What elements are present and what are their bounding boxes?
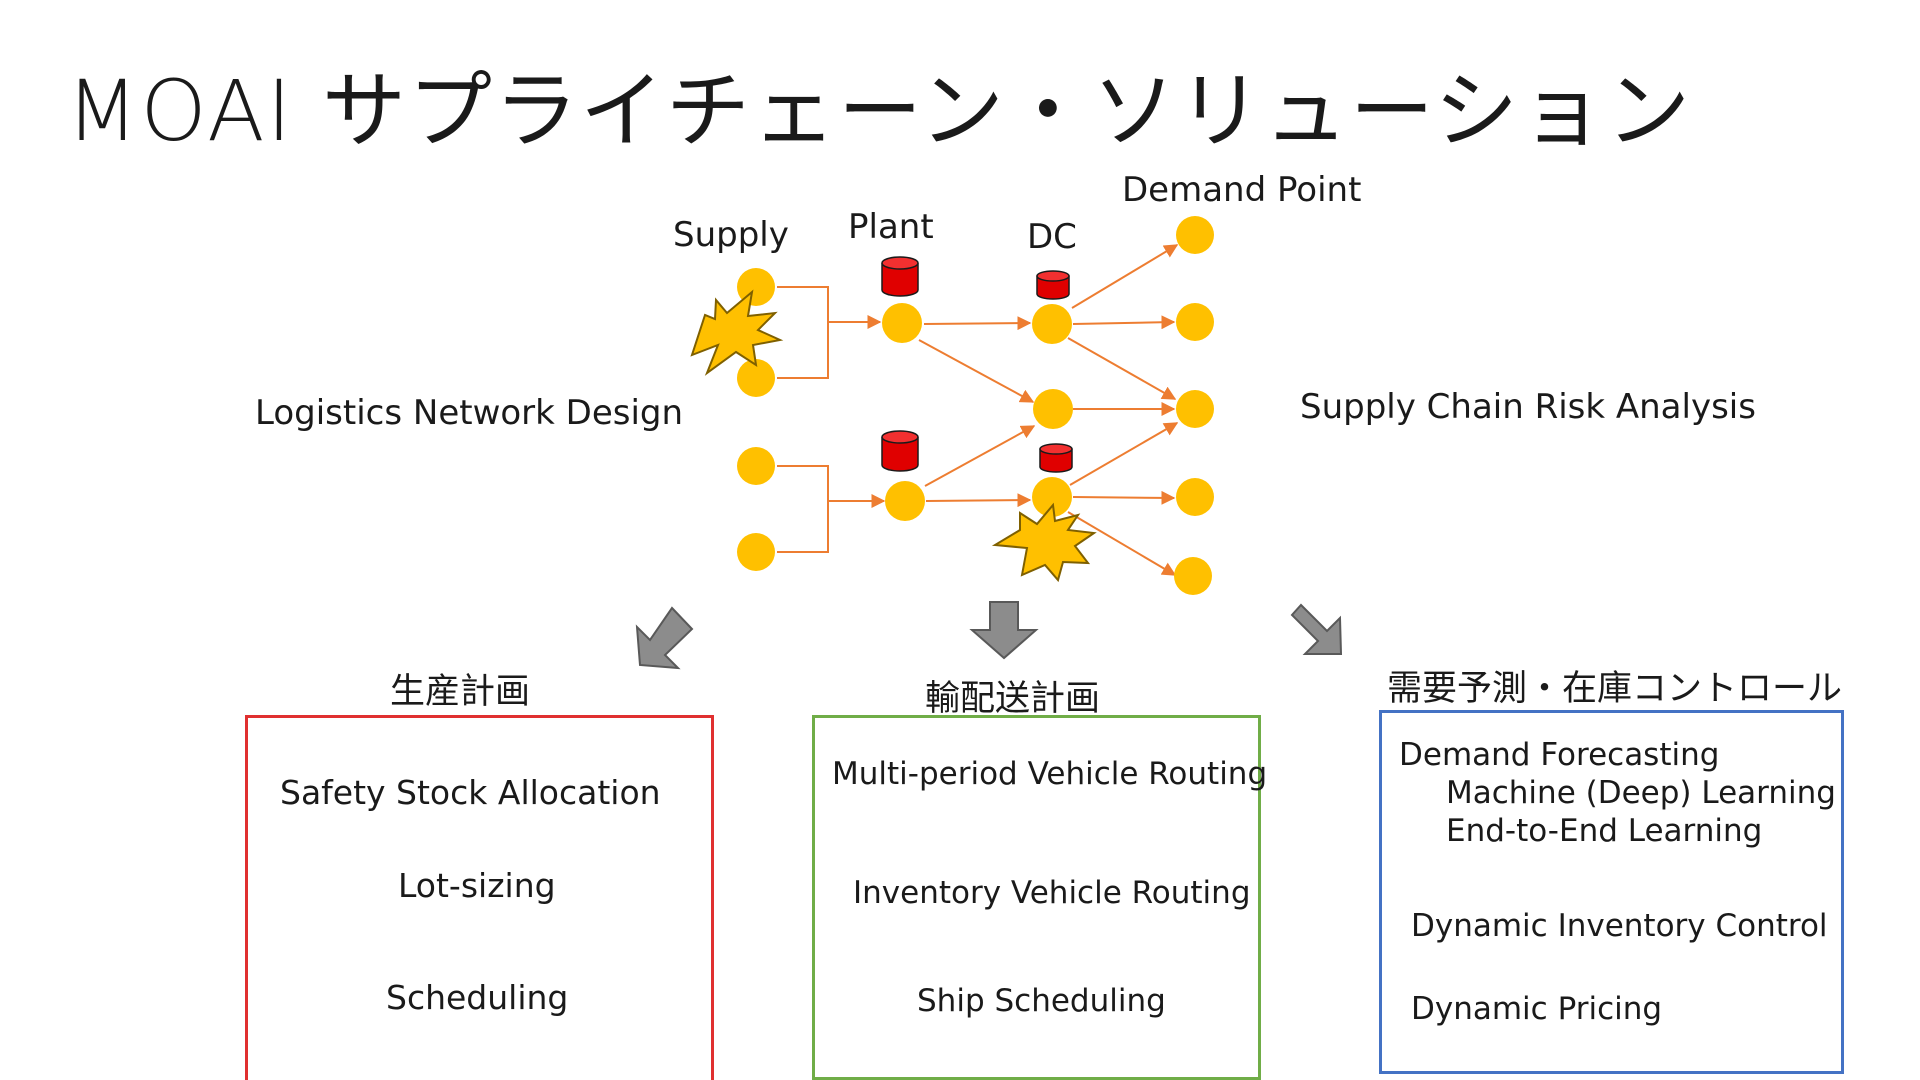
dc-nodes — [1032, 304, 1073, 517]
dc-facility-icon — [1039, 443, 1073, 473]
edge-dc3-demand4 — [1072, 490, 1176, 505]
plant-node — [882, 303, 922, 343]
edge-plant2-dc2 — [924, 425, 1036, 487]
demand-node — [1176, 303, 1214, 341]
edge-supply-top-bracket — [777, 286, 829, 379]
item-multi-period-vehicle-routing: Multi-period Vehicle Routing — [832, 756, 1268, 792]
dc-node — [1032, 477, 1072, 517]
dc-node — [1032, 304, 1072, 344]
category-heading-production: 生産計画 — [390, 672, 531, 712]
flow-arrows — [635, 601, 1343, 670]
edge-dc1-demand1 — [1071, 244, 1179, 309]
item-demand-forecasting: Demand Forecasting — [1399, 737, 1720, 773]
network-edges — [918, 244, 1179, 576]
item-lot-sizing: Lot-sizing — [398, 866, 556, 905]
edge-supply-bottom-bracket — [777, 465, 829, 553]
stage-label-supply: Supply — [673, 215, 789, 255]
category-heading-demand-inventory: 需要予測・在庫コントロール — [1387, 669, 1843, 709]
edge-plant1-dc1 — [923, 316, 1032, 331]
item-dynamic-inventory-control: Dynamic Inventory Control — [1411, 908, 1828, 944]
demand-node — [1176, 478, 1214, 516]
demand-nodes — [1174, 216, 1214, 595]
item-end-to-end-learning: End-to-End Learning — [1446, 813, 1763, 849]
demand-node — [1176, 390, 1214, 428]
plant-facility-icon — [881, 430, 919, 472]
demand-node — [1174, 557, 1212, 595]
supply-connectors — [777, 286, 886, 553]
supply-node — [737, 359, 775, 397]
facility-icons — [881, 256, 1073, 473]
item-dynamic-pricing: Dynamic Pricing — [1411, 991, 1663, 1027]
edge-dc3-demand5 — [1067, 511, 1177, 576]
stage-label-dc: DC — [1027, 217, 1077, 257]
category-heading-transport: 輸配送計画 — [925, 679, 1101, 719]
arrow-down-icon — [969, 601, 1039, 660]
disruption-icons — [690, 289, 1097, 583]
plant-facility-icon — [881, 256, 919, 297]
item-ship-scheduling: Ship Scheduling — [917, 983, 1166, 1019]
stage-label-demand: Demand Point — [1122, 170, 1362, 210]
item-safety-stock-allocation: Safety Stock Allocation — [280, 773, 661, 812]
demand-inventory-box: Demand Forecasting Machine (Deep) Learni… — [1379, 710, 1844, 1074]
arrow-down-right-icon — [1290, 603, 1343, 655]
item-machine-deep-learning: Machine (Deep) Learning — [1446, 775, 1836, 811]
supply-node — [737, 533, 775, 571]
edge-plant2-dc3 — [925, 493, 1032, 508]
disruption-burst-icon — [690, 289, 784, 376]
dc-node — [1033, 389, 1073, 429]
edge-dc1-demand2 — [1072, 315, 1176, 330]
arrow-down-left-icon — [635, 606, 694, 670]
edge-plant1-dc2 — [918, 339, 1035, 403]
plant-node — [885, 481, 925, 521]
disruption-burst-icon — [991, 502, 1097, 583]
page-title: MOAI サプライチェーン・ソリューション — [66, 62, 1693, 160]
demand-node — [1176, 216, 1214, 254]
production-planning-box: Safety Stock Allocation Lot-sizing Sched… — [245, 715, 714, 1080]
item-scheduling: Scheduling — [386, 978, 569, 1017]
caption-supply-chain-risk-analysis: Supply Chain Risk Analysis — [1300, 387, 1756, 427]
edge-dc1-demand3 — [1067, 337, 1177, 400]
plant-nodes — [882, 303, 925, 521]
item-inventory-vehicle-routing: Inventory Vehicle Routing — [853, 875, 1251, 911]
supply-node — [737, 447, 775, 485]
dc-facility-icon — [1036, 270, 1070, 300]
stage-label-plant: Plant — [848, 207, 934, 247]
edge-dc3-demand3 — [1069, 422, 1179, 486]
transport-planning-box: Multi-period Vehicle Routing Inventory V… — [812, 715, 1267, 1080]
caption-logistics-network-design: Logistics Network Design — [255, 393, 684, 433]
